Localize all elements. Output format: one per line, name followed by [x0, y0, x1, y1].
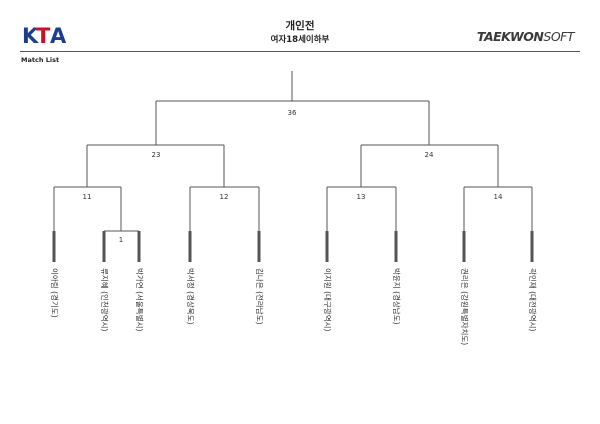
player-name: 류지혜 (인천광역시) — [100, 268, 110, 332]
player-name: 권리은 (강원특별자치도) — [460, 268, 470, 345]
logo-bold-text: TAEKWON — [476, 29, 544, 44]
svg-text:T: T — [36, 24, 51, 46]
match-number-semifinal-2: 24 — [425, 151, 434, 159]
match-number-quarterfinal-4: 14 — [494, 193, 503, 201]
svg-text:K: K — [22, 24, 39, 46]
svg-text:A: A — [50, 24, 67, 46]
logo-light-text: SOFT — [543, 29, 574, 44]
section-label: Match List — [21, 56, 60, 64]
match-number-final: 36 — [288, 109, 297, 117]
header-divider — [20, 51, 580, 52]
player-name: 박가연 (서울특별시) — [135, 268, 145, 332]
match-number-quarterfinal-3: 13 — [357, 193, 366, 201]
match-number-preliminary: 1 — [119, 236, 123, 244]
match-number-quarterfinal-1: 11 — [83, 193, 92, 201]
match-number-semifinal-1: 23 — [152, 151, 161, 159]
player-name: 이아림 (경기도) — [50, 268, 60, 318]
player-name: 박윤지 (경상남도) — [392, 268, 402, 325]
kta-logo: K T A — [22, 24, 67, 46]
match-number-quarterfinal-2: 12 — [220, 193, 229, 201]
player-name: 김나은 (전라남도) — [255, 268, 265, 325]
player-name: 박서정 (경상북도) — [186, 268, 196, 325]
player-name: 이지원 (대구광역시) — [323, 268, 333, 332]
player-name: 곽민재 (대전광역시) — [528, 268, 538, 332]
page-title: 개인전 — [285, 20, 315, 32]
page-subtitle: 여자18세이하부 — [270, 35, 330, 45]
taekwonsoft-logo: TAEKWONSOFT — [476, 29, 575, 44]
title-block: 개인전 여자18세이하부 — [0, 20, 600, 47]
report-header: K T A 개인전 여자18세이하부 TAEKWONSOFT Match Lis… — [0, 0, 600, 64]
